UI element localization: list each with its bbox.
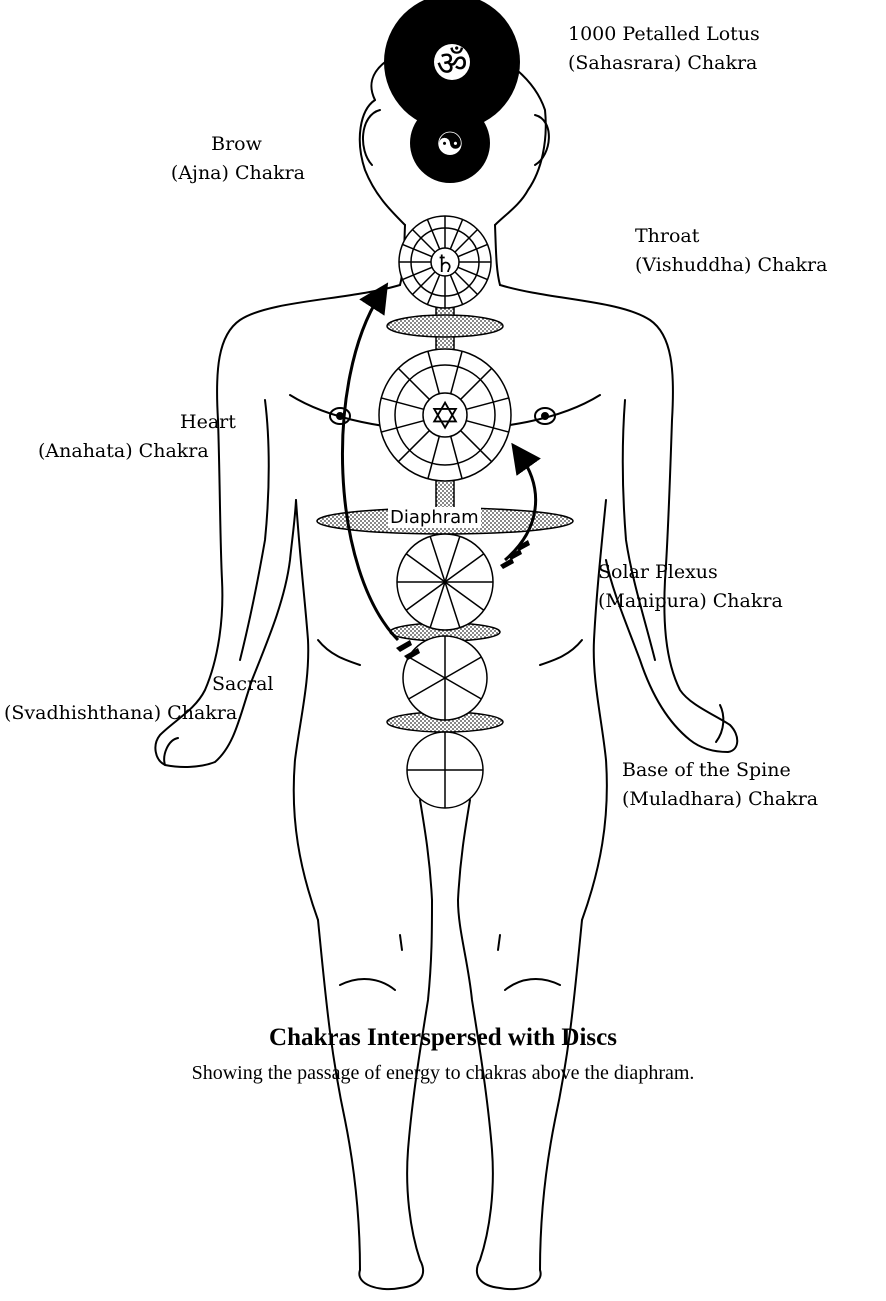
yin-yang-symbol: ☯ — [436, 125, 465, 163]
chevrons — [396, 540, 530, 660]
wheel-spoke — [444, 581, 461, 628]
right-leg-outline — [457, 899, 583, 1290]
ear-left — [361, 109, 381, 166]
wheel-spoke — [408, 656, 446, 679]
label-throat-line1: Throat — [635, 225, 700, 247]
wheel-spoke — [411, 228, 436, 253]
wheel-spoke — [444, 656, 482, 679]
label-sacral-line2: (Svadhishthana) Chakra — [4, 702, 238, 724]
discs — [316, 314, 574, 733]
torso-left — [292, 499, 319, 921]
arrow-right-upward — [504, 442, 541, 562]
label-sacral-chakra: Sacral (Svadhishthana) Chakra — [4, 670, 284, 728]
wheel-spoke — [454, 228, 479, 253]
wheel-spoke — [444, 553, 485, 583]
wheel-spoke — [457, 243, 488, 258]
label-throat-line2: (Vishuddha) Chakra — [635, 254, 828, 276]
label-base-line1: Base of the Spine — [622, 759, 791, 781]
label-base-chakra: Base of the Spine (Muladhara) Chakra — [622, 756, 818, 814]
wheel-spoke — [408, 677, 446, 700]
saturn-symbol: ♄ — [434, 250, 456, 278]
left-arm-outline — [154, 284, 401, 768]
wheel-spoke — [466, 419, 509, 433]
wheel-spoke — [466, 397, 509, 411]
wheel-spoke — [449, 274, 464, 305]
throat-chakra: ♄ — [398, 215, 492, 309]
wheel-spoke — [444, 536, 461, 583]
wheel-spoke — [429, 536, 446, 583]
wheel-spoke — [427, 436, 441, 479]
caption-title: Chakras Interspersed with Discs — [269, 1024, 617, 1051]
right-arm-outline — [499, 284, 739, 753]
caption-subtitle: Showing the passage of energy to chakras… — [191, 1062, 695, 1084]
label-heart-line1: Heart — [180, 411, 236, 433]
label-brow-line1: Brow — [211, 133, 262, 155]
heart-chakra: ✡ — [378, 348, 512, 482]
torso-right — [581, 499, 608, 921]
label-heart-chakra: Heart (Anahata) Chakra — [38, 408, 248, 466]
label-solar-line1: Solar Plexus — [598, 561, 718, 583]
brow-chakra: ☯ — [410, 103, 490, 183]
wheel-spoke — [444, 677, 482, 700]
wheel-spoke — [429, 581, 446, 628]
wheel-spoke — [405, 553, 446, 583]
arrow-left-upward — [340, 282, 400, 642]
energy-arrows — [340, 282, 541, 642]
wheel-spoke — [381, 419, 424, 433]
label-brow-line2: (Ajna) Chakra — [170, 162, 305, 184]
om-symbol: ॐ — [436, 44, 467, 84]
label-heart-line2: (Anahata) Chakra — [38, 440, 209, 462]
wheel-spoke — [449, 219, 464, 250]
wheel-spoke — [457, 266, 488, 281]
sacral-chakra — [402, 635, 488, 721]
wheel-spoke — [460, 367, 493, 400]
disc-throat-heart — [386, 314, 504, 338]
solar-plexus-chakra — [396, 533, 494, 631]
ear-right — [534, 114, 550, 166]
label-crown-chakra: 1000 Petalled Lotus (Sahasrara) Chakra — [568, 20, 760, 78]
wheel-spoke — [427, 351, 441, 394]
label-crown-line1: 1000 Petalled Lotus — [568, 23, 760, 45]
wheel-spoke — [397, 367, 430, 400]
label-crown-line2: (Sahasrara) Chakra — [568, 52, 758, 74]
body-outline — [154, 44, 739, 1290]
wheel-spoke — [444, 581, 485, 611]
label-brow-chakra: Brow (Ajna) Chakra — [130, 130, 305, 188]
wheel-spoke — [449, 436, 463, 479]
wheel-spoke — [411, 271, 436, 296]
wheel-spoke — [426, 274, 441, 305]
label-solar-plexus-chakra: Solar Plexus (Manipura) Chakra — [598, 558, 783, 616]
wheel-spoke — [381, 397, 424, 411]
wheel-spoke — [449, 351, 463, 394]
base-chakra — [406, 731, 484, 809]
wheel-spoke — [402, 243, 433, 258]
left-leg-outline — [317, 899, 433, 1290]
wheel-spoke — [426, 219, 441, 250]
crown-chakra: ॐ — [384, 0, 520, 130]
wheel-spoke — [405, 581, 446, 611]
label-base-line2: (Muladhara) Chakra — [622, 788, 819, 810]
wheel-spoke — [454, 271, 479, 296]
label-diaphram: Diaphram — [388, 507, 481, 528]
wheel-spoke — [460, 430, 493, 463]
wheel-spoke — [397, 430, 430, 463]
label-throat-chakra: Throat (Vishuddha) Chakra — [635, 222, 827, 280]
label-sacral-line1: Sacral — [212, 673, 274, 695]
label-solar-line2: (Manipura) Chakra — [598, 590, 783, 612]
star-of-david-symbol: ✡ — [429, 394, 461, 438]
wheel-spoke — [402, 266, 433, 281]
